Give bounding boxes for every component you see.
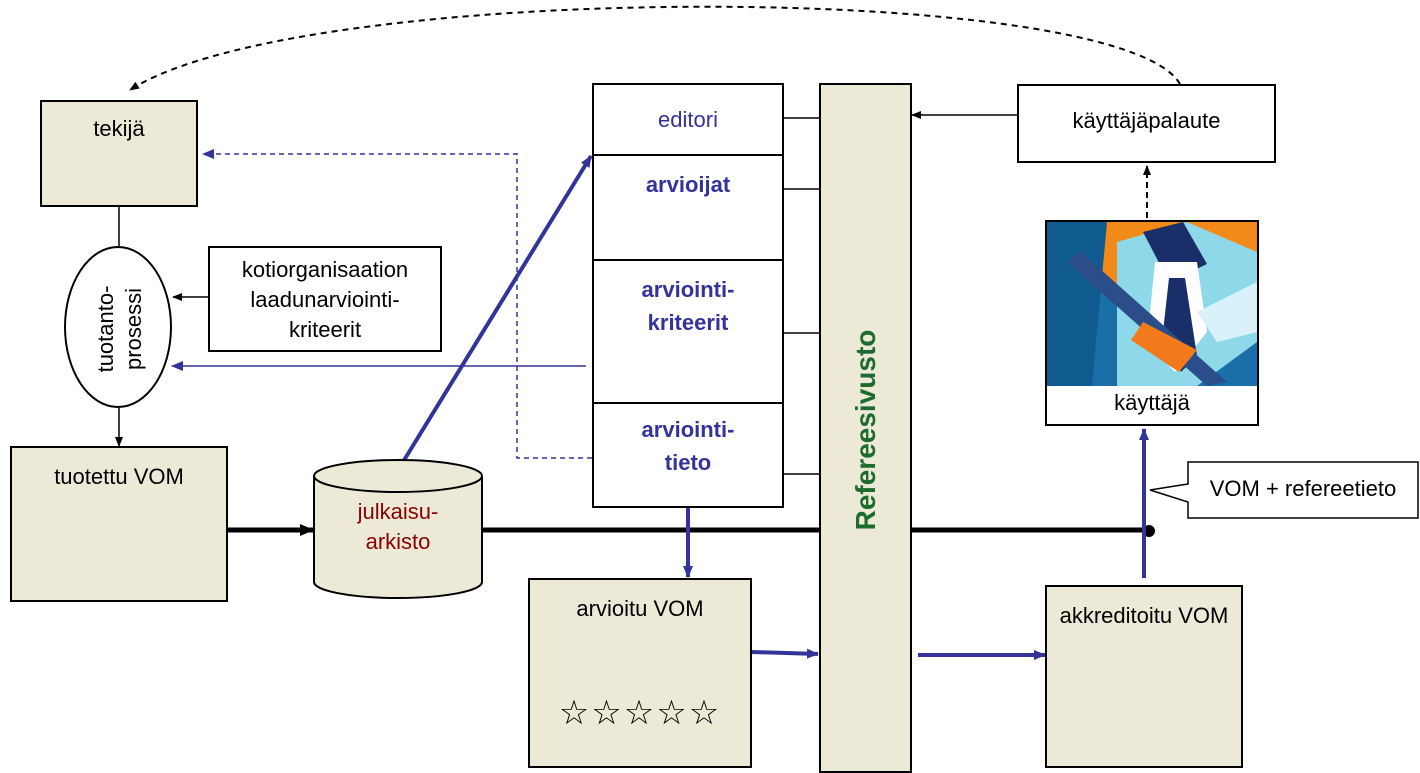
editor-label: editori xyxy=(658,107,718,132)
process-line-2: prosessi xyxy=(121,288,146,370)
reviewers-label: arvioijat xyxy=(645,172,731,197)
eval-info-line-1: arviointi- xyxy=(641,417,735,442)
editor-cell: editori xyxy=(594,85,782,156)
archive-cylinder-body xyxy=(313,476,483,599)
eval-criteria-cell: arviointi- kriteerit xyxy=(594,261,782,404)
diagram-canvas: tekijä tuotanto- prosessi kotiorganisaat… xyxy=(10,5,1419,773)
callout-shape xyxy=(1149,461,1419,519)
archive-cylinder xyxy=(313,459,483,599)
eval-criteria-line-2: kriteerit xyxy=(647,310,729,335)
connector-layer xyxy=(115,5,1181,660)
archive-line-2: arkisto xyxy=(365,529,431,554)
user-feedback-label: käyttäjäpalaute xyxy=(1072,108,1221,133)
home-org-criteria-box: kotiorganisaation laadunarviointi- krite… xyxy=(208,246,442,352)
author-box: tekijä xyxy=(40,100,198,207)
home-criteria-line-1: kotiorganisaation xyxy=(241,257,409,282)
user-picture xyxy=(1047,222,1257,386)
archive-line-1: julkaisu- xyxy=(357,499,439,524)
referee-site-column: Refereesivusto xyxy=(819,83,912,773)
archive-label: julkaisu- arkisto xyxy=(312,497,484,557)
reviewed-to-referee-arrow xyxy=(751,648,819,659)
accredited-vom-label: akkreditoitu VOM xyxy=(1059,603,1229,628)
eval-info-to-author-arrow xyxy=(202,149,592,459)
eval-criteria-label: arviointi- kriteerit xyxy=(642,273,735,339)
reviewers-cell: arvioijat xyxy=(594,156,782,261)
home-org-criteria-label: kotiorganisaation laadunarviointi- krite… xyxy=(210,255,440,345)
produced-vom-box: tuotettu VOM xyxy=(10,446,228,602)
user-box: käyttäjä xyxy=(1045,220,1259,426)
star-rating: ☆☆☆☆☆ xyxy=(558,693,722,733)
reviewed-vom-box: arvioitu VOM ☆☆☆☆☆ xyxy=(528,578,752,768)
eval-info-cell: arviointi- tieto xyxy=(594,404,782,506)
callout-label: VOM + refereetieto xyxy=(1209,476,1397,501)
eval-info-label: arviointi- tieto xyxy=(642,413,735,479)
archive-to-reviewers-arrow xyxy=(396,154,593,472)
home-criteria-line-3: kriteerit xyxy=(288,317,362,342)
feedback-to-author-arrow xyxy=(129,5,1181,91)
user-feedback-box: käyttäjäpalaute xyxy=(1017,84,1276,163)
eval-criteria-line-1: arviointi- xyxy=(641,277,735,302)
referee-site-label: Refereesivusto xyxy=(850,329,881,531)
production-process-label: tuotanto- prosessi xyxy=(92,286,148,373)
eval-info-line-2: tieto xyxy=(664,450,712,475)
accredited-vom-box: akkreditoitu VOM xyxy=(1045,585,1243,768)
user-label: käyttäjä xyxy=(1114,390,1190,415)
editorial-stack: editori arvioijat arviointi- kriteerit a… xyxy=(592,83,784,508)
author-label: tekijä xyxy=(93,116,145,141)
reviewed-vom-label: arvioitu VOM xyxy=(576,596,704,621)
process-line-1: tuotanto- xyxy=(93,285,118,373)
archive-cylinder-top xyxy=(313,459,483,493)
produced-vom-label: tuotettu VOM xyxy=(54,464,184,489)
production-process-ellipse: tuotanto- prosessi xyxy=(64,246,172,408)
home-criteria-line-2: laadunarviointi- xyxy=(250,287,400,312)
